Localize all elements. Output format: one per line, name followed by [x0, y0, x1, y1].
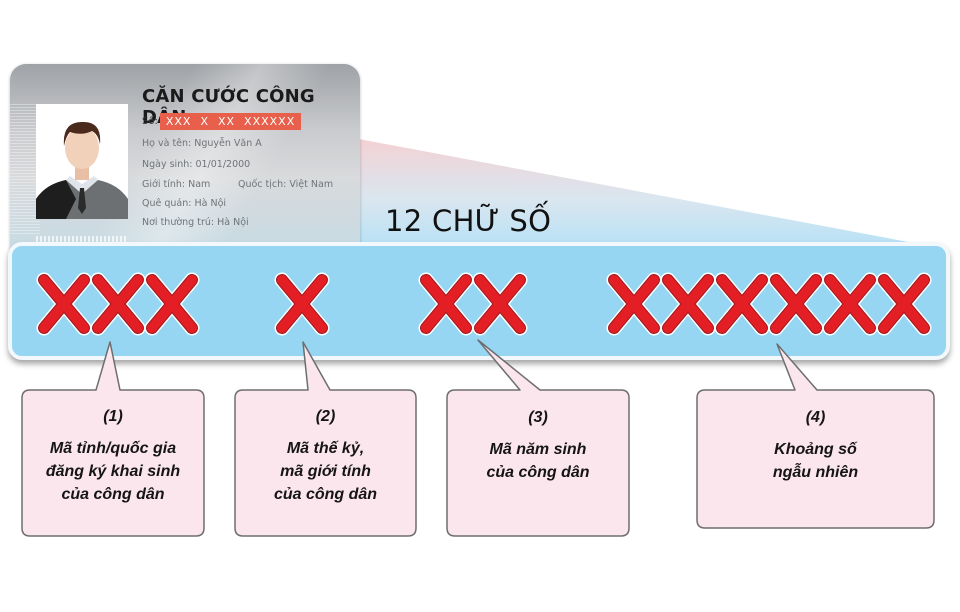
callout-4-line: ngẫu nhiên: [772, 464, 859, 481]
card-number-value: XXX X XX XXXXXX: [159, 113, 302, 130]
id-card: CĂN CƯỚC CÔNG DÂN Số: XXX X XX XXXXXX Họ…: [10, 64, 360, 254]
barcode: [36, 236, 128, 242]
callout-2: (2) Mã thế kỷ, mã giới tính của công dân: [235, 405, 416, 506]
x-mark-icon: [714, 272, 770, 336]
x-mark-icon: [876, 272, 932, 336]
card-field-hometown: Quê quán: Hà Nội: [142, 198, 227, 209]
x-mark-icon: [36, 272, 92, 336]
x-mark-icon: [660, 272, 716, 336]
digits-title: 12 CHỮ SỐ: [385, 204, 552, 238]
callout-3-line: Mã năm sinh: [489, 441, 587, 458]
card-field-dob: Ngày sinh: 01/01/2000: [142, 159, 251, 170]
callout-2-number: (2): [315, 408, 336, 425]
card-field-name: Họ và tên: Nguyễn Văn A: [142, 138, 262, 149]
x-mark-icon: [418, 272, 474, 336]
card-field-gender: Giới tính: Nam: [142, 179, 211, 190]
callout-2-line: Mã thế kỷ,: [286, 440, 365, 457]
callout-4-line: Khoảng số: [774, 441, 857, 458]
callout-1-number: (1): [103, 408, 123, 425]
callout-1-line: của công dân: [61, 486, 165, 503]
callout-1-line: đăng ký khai sinh: [45, 463, 181, 480]
portrait-photo: [36, 104, 128, 219]
x-mark-icon: [822, 272, 878, 336]
card-field-residence: Nơi thường trú: Hà Nội: [142, 217, 249, 228]
callout-3: (3) Mã năm sinh của công dân: [447, 406, 629, 484]
callout-2-line: mã giới tính: [280, 463, 371, 480]
callout-3-line: của công dân: [486, 464, 590, 481]
callout-3-number: (3): [528, 409, 548, 426]
x-mark-icon: [90, 272, 146, 336]
x-mark-icon: [606, 272, 662, 336]
person-icon: [36, 121, 128, 219]
x-mark-icon: [144, 272, 200, 336]
x-mark-icon: [768, 272, 824, 336]
card-pattern: [10, 104, 40, 234]
card-number-label: Số:: [142, 116, 158, 127]
card-number-row: Số: XXX X XX XXXXXX: [142, 113, 302, 130]
callout-2-line: của công dân: [273, 486, 378, 503]
x-mark-icon: [472, 272, 528, 336]
callout-4-number: (4): [805, 409, 826, 426]
card-field-nationality: Quốc tịch: Việt Nam: [238, 179, 334, 190]
callout-1: (1) Mã tỉnh/quốc gia đăng ký khai sinh c…: [22, 405, 204, 506]
x-mark-icon: [274, 272, 330, 336]
callout-4: (4) Khoảng số ngẫu nhiên: [697, 406, 934, 484]
callout-1-line: Mã tỉnh/quốc gia: [49, 440, 177, 457]
